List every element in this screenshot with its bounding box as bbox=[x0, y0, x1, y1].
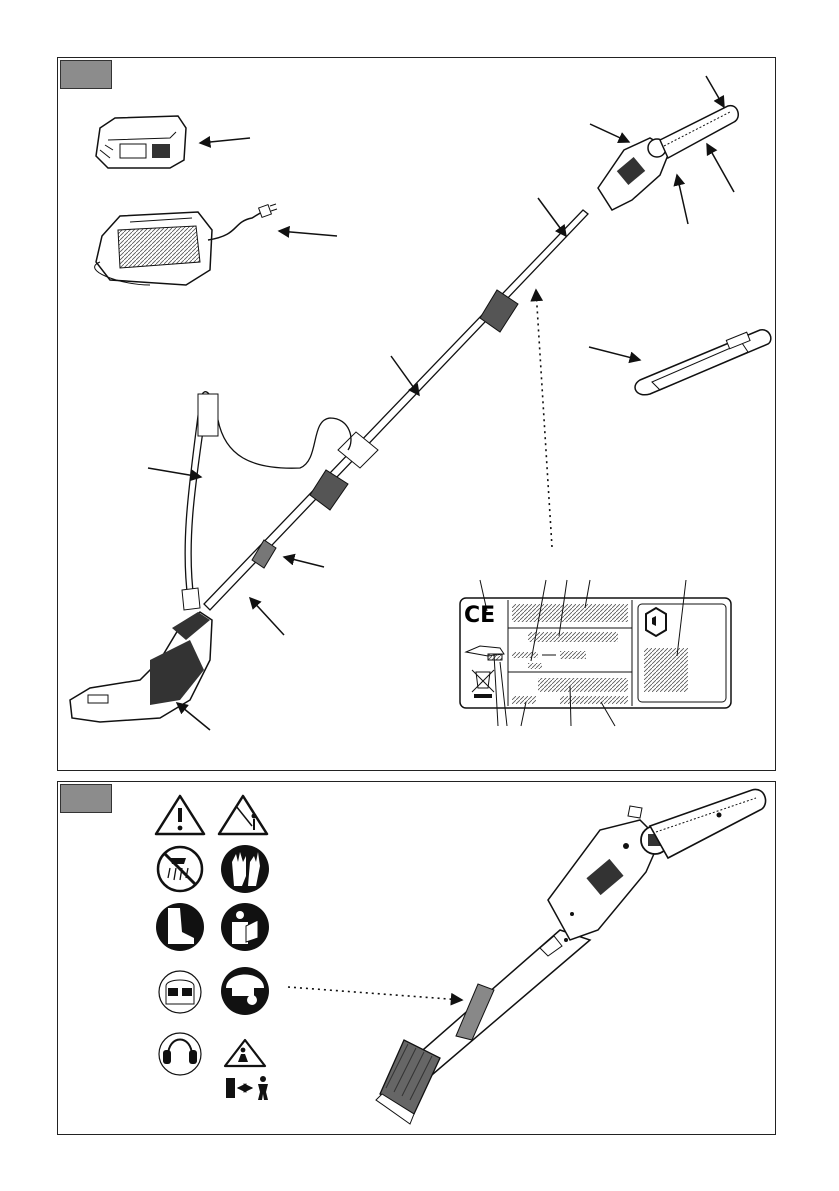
figure-1-frame bbox=[57, 57, 776, 771]
figure-2-panel bbox=[57, 781, 776, 1135]
figure-2-tab bbox=[60, 784, 112, 813]
